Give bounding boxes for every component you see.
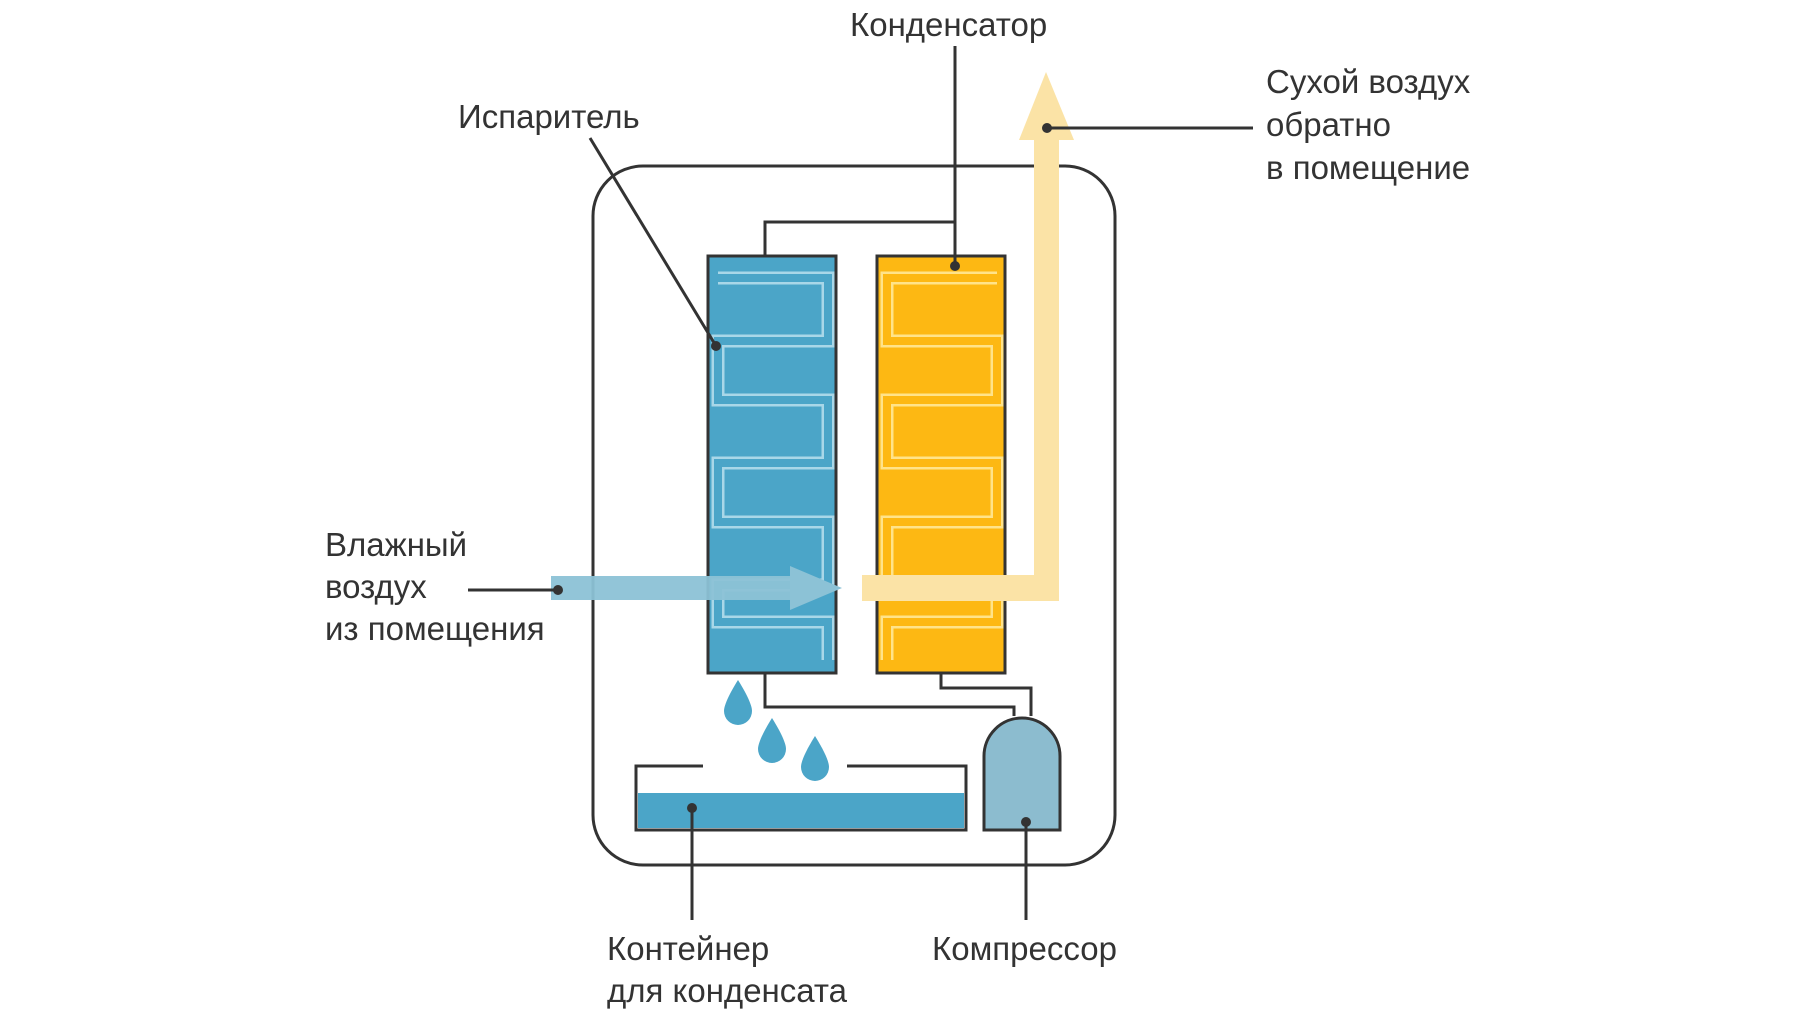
container-label-line-1: Контейнер: [607, 930, 769, 967]
dry-air-label-line-3: в помещение: [1266, 149, 1470, 186]
refrigerant-pipe-bottom: [763, 673, 1016, 716]
dry-air-stream: [862, 575, 1059, 601]
refrigerant-pipe-top: [763, 220, 957, 256]
leader-dots: [553, 123, 1052, 827]
dry-air-label-line-1: Сухой воздух: [1266, 63, 1471, 100]
arrow-right-icon: [790, 566, 842, 610]
humid-air-stream: [551, 576, 801, 600]
compressor-body: [982, 716, 1062, 832]
device-housing: [591, 164, 1117, 867]
arrow-up-icon: [1019, 72, 1074, 140]
condensate-container: [634, 764, 968, 832]
condenser-label: Конденсатор: [850, 6, 1047, 43]
humid-air-label-line-3: из помещения: [325, 610, 545, 647]
water-droplet-icon: [758, 718, 786, 763]
refrigerant-pipe-condenser: [939, 673, 1033, 716]
condensate-water: [638, 793, 964, 828]
dry-air-riser: [1034, 128, 1059, 601]
evaporator-label: Испаритель: [458, 98, 640, 135]
condenser-coil-inner: [883, 274, 1001, 660]
dry-air-label-line-2: обратно: [1266, 106, 1391, 143]
humid-air-label-line-2: воздух: [325, 568, 427, 605]
compressor-label: Компрессор: [932, 930, 1117, 967]
water-droplet-icon: [724, 680, 752, 725]
humid-air-label-line-1: Влажный: [325, 526, 467, 563]
water-droplet-icon: [801, 736, 829, 781]
container-label-line-2: для конденсата: [607, 972, 848, 1009]
evaporator-coil-inner: [714, 274, 832, 660]
leader-lines: [468, 46, 1253, 920]
